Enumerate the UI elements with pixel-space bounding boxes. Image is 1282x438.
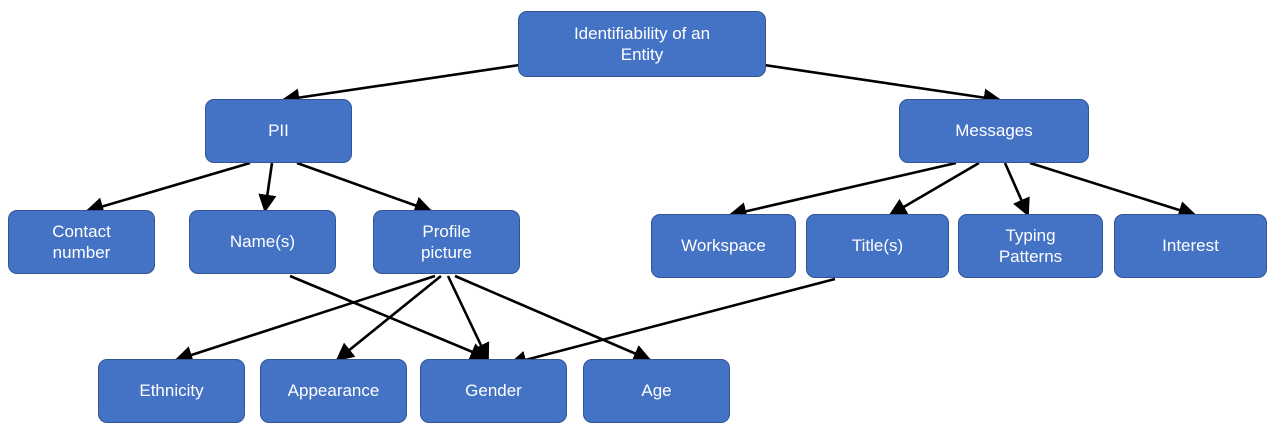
edge-messages-interest [1029,161,1197,219]
edge-messages-workspace [728,161,957,221]
edge-root-pii [281,60,541,107]
edge-pii-profile [296,161,433,215]
edge-messages-titles [888,161,980,217]
node-root[interactable]: Identifiability of an Entity [518,11,766,77]
node-names[interactable]: Name(s) [189,210,336,274]
edge-pii-contact [85,161,251,216]
node-messages[interactable]: Messages [899,99,1089,163]
edge-profile-age [454,274,652,362]
node-contact-number[interactable]: Contact number [8,210,155,274]
node-profile-picture[interactable]: Profile picture [373,210,520,274]
edge-profile-gender [446,275,490,362]
edge-profile-appearance [335,274,442,362]
edge-titles-gender [508,277,836,369]
edge-names-gender [289,274,489,361]
edge-root-messages [743,60,1002,107]
node-interest[interactable]: Interest [1114,214,1267,278]
node-ethnicity[interactable]: Ethnicity [98,359,245,423]
node-titles[interactable]: Title(s) [806,214,949,278]
node-appearance[interactable]: Appearance [260,359,407,423]
node-gender[interactable]: Gender [420,359,567,423]
edge-pii-names [258,162,277,213]
node-pii[interactable]: PII [205,99,352,163]
edge-messages-typing [1003,162,1030,217]
node-age[interactable]: Age [583,359,730,423]
edge-profile-ethnicity [174,274,436,364]
node-workspace[interactable]: Workspace [651,214,796,278]
node-typing-patterns[interactable]: Typing Patterns [958,214,1103,278]
